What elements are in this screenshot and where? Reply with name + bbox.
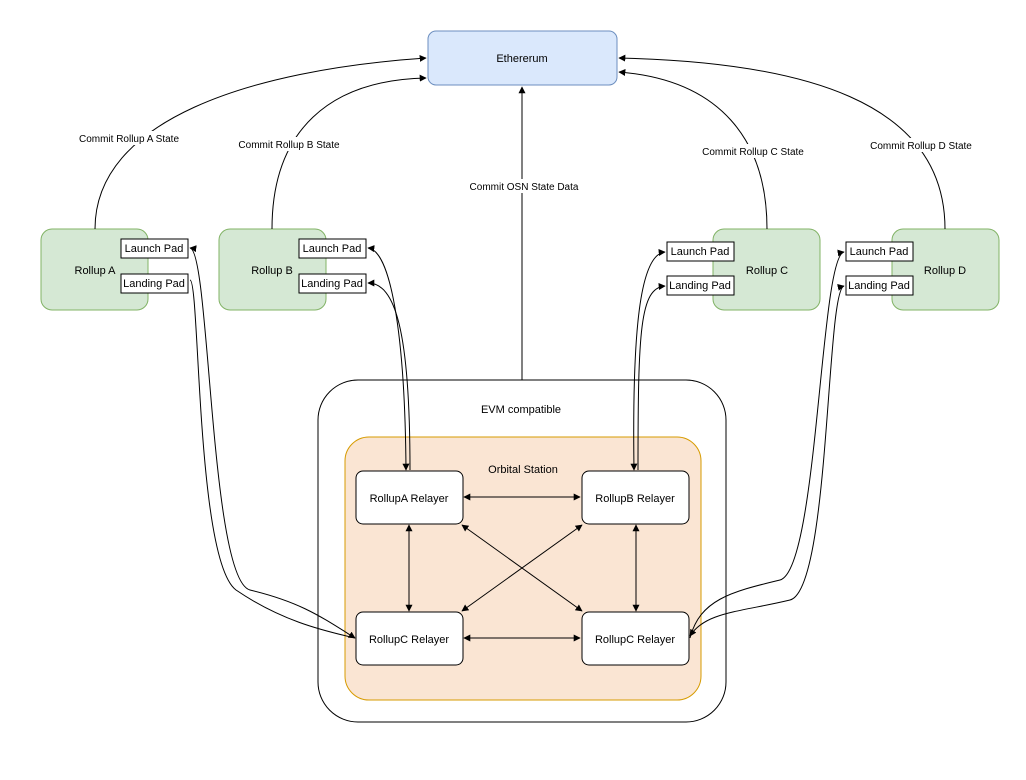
commit-osn-label: Commit OSN State Data [470,182,579,193]
commit-c-edge [618,69,768,230]
landing-pad-label: Landing Pad [848,280,910,292]
relayer-a-label: RollupA Relayer [370,493,449,505]
rollup-a-launch-pad[interactable]: Launch Pad [120,238,189,259]
rollup-c-landing-edge [637,283,666,471]
relayer-b-c-diag-edge [461,524,583,612]
commit-osn-label-group: Commit OSN State Data [464,179,584,193]
rollup-c-landing-pad[interactable]: Landing Pad [666,275,735,296]
rollup-a-label: Rollup A [75,265,117,277]
rollup-b-landing-pad[interactable]: Landing Pad [298,273,367,294]
ethereum-node[interactable]: Ethererum [427,30,618,86]
rollup-b-label: Rollup B [251,265,293,277]
relayer-a-node[interactable]: RollupA Relayer [355,470,464,525]
relayer-c-right-node[interactable]: RollupC Relayer [581,611,690,666]
commit-b-edge [271,74,427,230]
rollup-b-launch-edge [367,245,410,471]
rollup-b-landing-edge [367,279,411,471]
landing-pad-label: Landing Pad [669,280,731,292]
rollup-c-launch-pad[interactable]: Launch Pad [666,241,735,262]
commit-a-label-group: Commit Rollup A State [76,131,182,145]
relayer-c-left-label: RollupC Relayer [369,634,449,646]
launch-pad-label: Launch Pad [303,243,362,255]
rollup-d-landing-pad[interactable]: Landing Pad [845,275,914,296]
relayer-b-node[interactable]: RollupB Relayer [581,470,690,525]
rollup-b-launch-pad[interactable]: Launch Pad [298,238,367,259]
rollup-a-landing-edge [189,279,356,639]
relayer-c-left-node[interactable]: RollupC Relayer [355,611,464,666]
rollup-c-launch-edge [630,249,666,471]
rollup-a-landing-pad[interactable]: Landing Pad [120,273,189,294]
commit-d-edge [618,54,946,230]
commit-c-label: Commit Rollup C State [702,147,804,158]
rollup-a-launch-edge [189,245,356,639]
launch-pad-label: Launch Pad [125,243,184,255]
evm-label: EVM compatible [481,404,561,416]
commit-b-label: Commit Rollup B State [238,140,340,151]
commit-d-label: Commit Rollup D State [870,141,972,152]
rollup-d-node[interactable]: Rollup D [891,228,1000,311]
ethereum-label: Ethererum [496,53,547,65]
landing-pad-label: Landing Pad [301,278,363,290]
orbital-station-label: Orbital Station [488,464,558,476]
rollup-c-label: Rollup C [746,265,788,277]
commit-d-label-group: Commit Rollup D State [868,138,974,152]
commit-a-label: Commit Rollup A State [79,134,179,145]
rollup-c-node[interactable]: Rollup C [712,228,821,311]
launch-pad-label: Launch Pad [850,246,909,258]
commit-c-label-group: Commit Rollup C State [700,144,806,158]
launch-pad-label: Launch Pad [671,246,730,258]
rollup-d-landing-edge [689,284,845,637]
relayer-c-right-label: RollupC Relayer [595,634,675,646]
rollup-d-label: Rollup D [924,265,966,277]
commit-b-label-group: Commit Rollup B State [236,137,342,151]
commit-a-edge [94,54,427,230]
rollup-d-launch-pad[interactable]: Launch Pad [845,241,914,262]
landing-pad-label: Landing Pad [123,278,185,290]
relayer-b-label: RollupB Relayer [595,493,675,505]
